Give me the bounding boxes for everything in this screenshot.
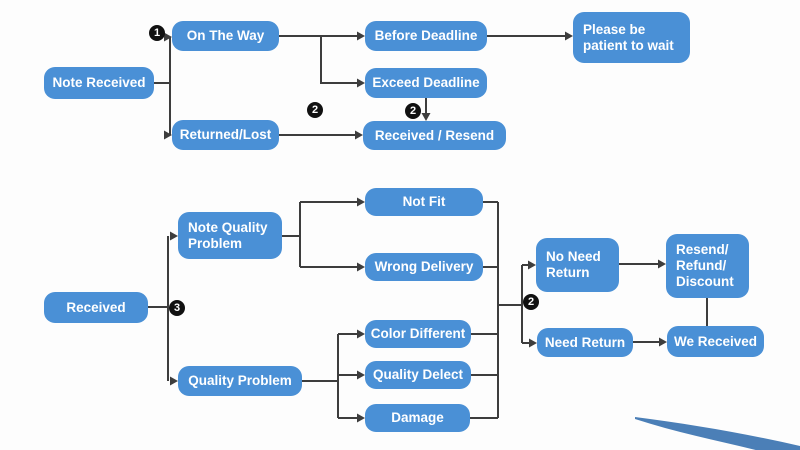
node-no-need-return: No Need Return xyxy=(536,238,619,292)
node-please-be-patient-to-wait: Please be patient to wait xyxy=(573,12,690,63)
node-before-deadline: Before Deadline xyxy=(365,21,487,51)
node-quality-problem: Quality Problem xyxy=(178,366,302,396)
node-wrong-delivery: Wrong Delivery xyxy=(365,253,483,281)
node-we-received: We Received xyxy=(667,326,764,357)
node-received-resend: Received / Resend xyxy=(363,121,506,150)
step-marker-1: 1 xyxy=(149,25,165,41)
swoosh-decoration xyxy=(635,417,800,450)
node-exceed-deadline: Exceed Deadline xyxy=(365,68,487,98)
node-note-quality-problem: Note Quality Problem xyxy=(178,212,282,259)
connector-strokes xyxy=(148,35,708,419)
node-on-the-way: On The Way xyxy=(172,21,279,51)
node-note-received: Note Received xyxy=(44,67,154,99)
node-damage: Damage xyxy=(365,404,470,432)
step-marker-3: 3 xyxy=(169,300,185,316)
step-marker-2-exceed: 2 xyxy=(405,103,421,119)
node-received: Received xyxy=(44,292,148,323)
node-color-different: Color Different xyxy=(365,320,471,348)
node-not-fit: Not Fit xyxy=(365,188,483,216)
arrowheads xyxy=(164,31,667,423)
step-marker-2-returned: 2 xyxy=(307,102,323,118)
node-need-return: Need Return xyxy=(537,328,633,357)
step-marker-2-return-branch: 2 xyxy=(523,294,539,310)
node-resend-refund-discount: Resend/ Refund/ Discount xyxy=(666,234,749,298)
node-quality-delect: Quality Delect xyxy=(365,361,471,389)
node-returned-lost: Returned/Lost xyxy=(172,120,279,150)
